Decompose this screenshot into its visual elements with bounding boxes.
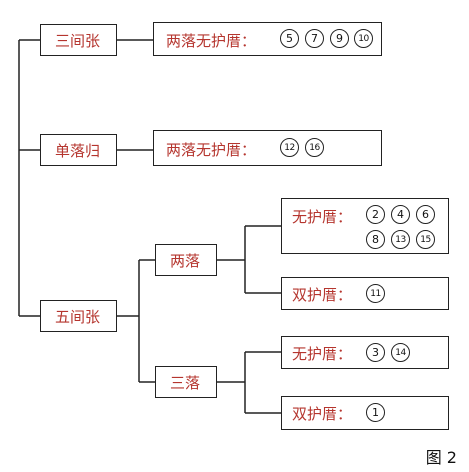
leaf-lianglu-shuang-label: 双护厝： [292,286,353,304]
leaf-sanluo-shuang [281,396,449,430]
leaf-danluogui [153,130,382,166]
num-4: 4 [391,205,410,224]
node-sanluo-label: 三落 [170,374,201,392]
num-10: 10 [354,29,373,48]
num-9: 9 [330,29,349,48]
leaf-danluogui-label: 两落无护厝： [166,141,257,159]
node-lianglu [155,244,217,276]
leaf-lianglu-wu-label: 无护厝： [292,208,353,226]
figure-caption: 图 2 [425,448,457,467]
node-sanjianzhang [40,24,117,56]
num-14: 14 [391,343,410,362]
num-15: 15 [416,230,435,249]
node-wujianzhang [40,300,117,332]
num-7: 7 [305,29,324,48]
leaf-sanluo-wu [281,336,449,369]
node-danluogui-label: 单落归 [55,142,101,160]
leaf-sanjianzhang-label: 两落无护厝： [166,32,257,50]
num-2: 2 [366,205,385,224]
num-11: 11 [366,284,385,303]
node-wujianzhang-label: 五间张 [55,308,101,326]
node-sanjianzhang-label: 三间张 [55,32,101,50]
num-13: 13 [391,230,410,249]
num-1: 1 [366,403,385,422]
leaf-sanluo-shuang-label: 双护厝： [292,405,353,423]
num-6: 6 [416,205,435,224]
num-16: 16 [305,138,324,157]
num-5: 5 [280,29,299,48]
num-8: 8 [366,230,385,249]
leaf-lianglu-shuang [281,277,449,310]
node-sanluo [155,366,217,398]
node-lianglu-label: 两落 [170,252,201,270]
num-3: 3 [366,343,385,362]
num-12: 12 [280,138,299,157]
node-danluogui [40,134,117,166]
leaf-sanluo-wu-label: 无护厝： [292,345,353,363]
